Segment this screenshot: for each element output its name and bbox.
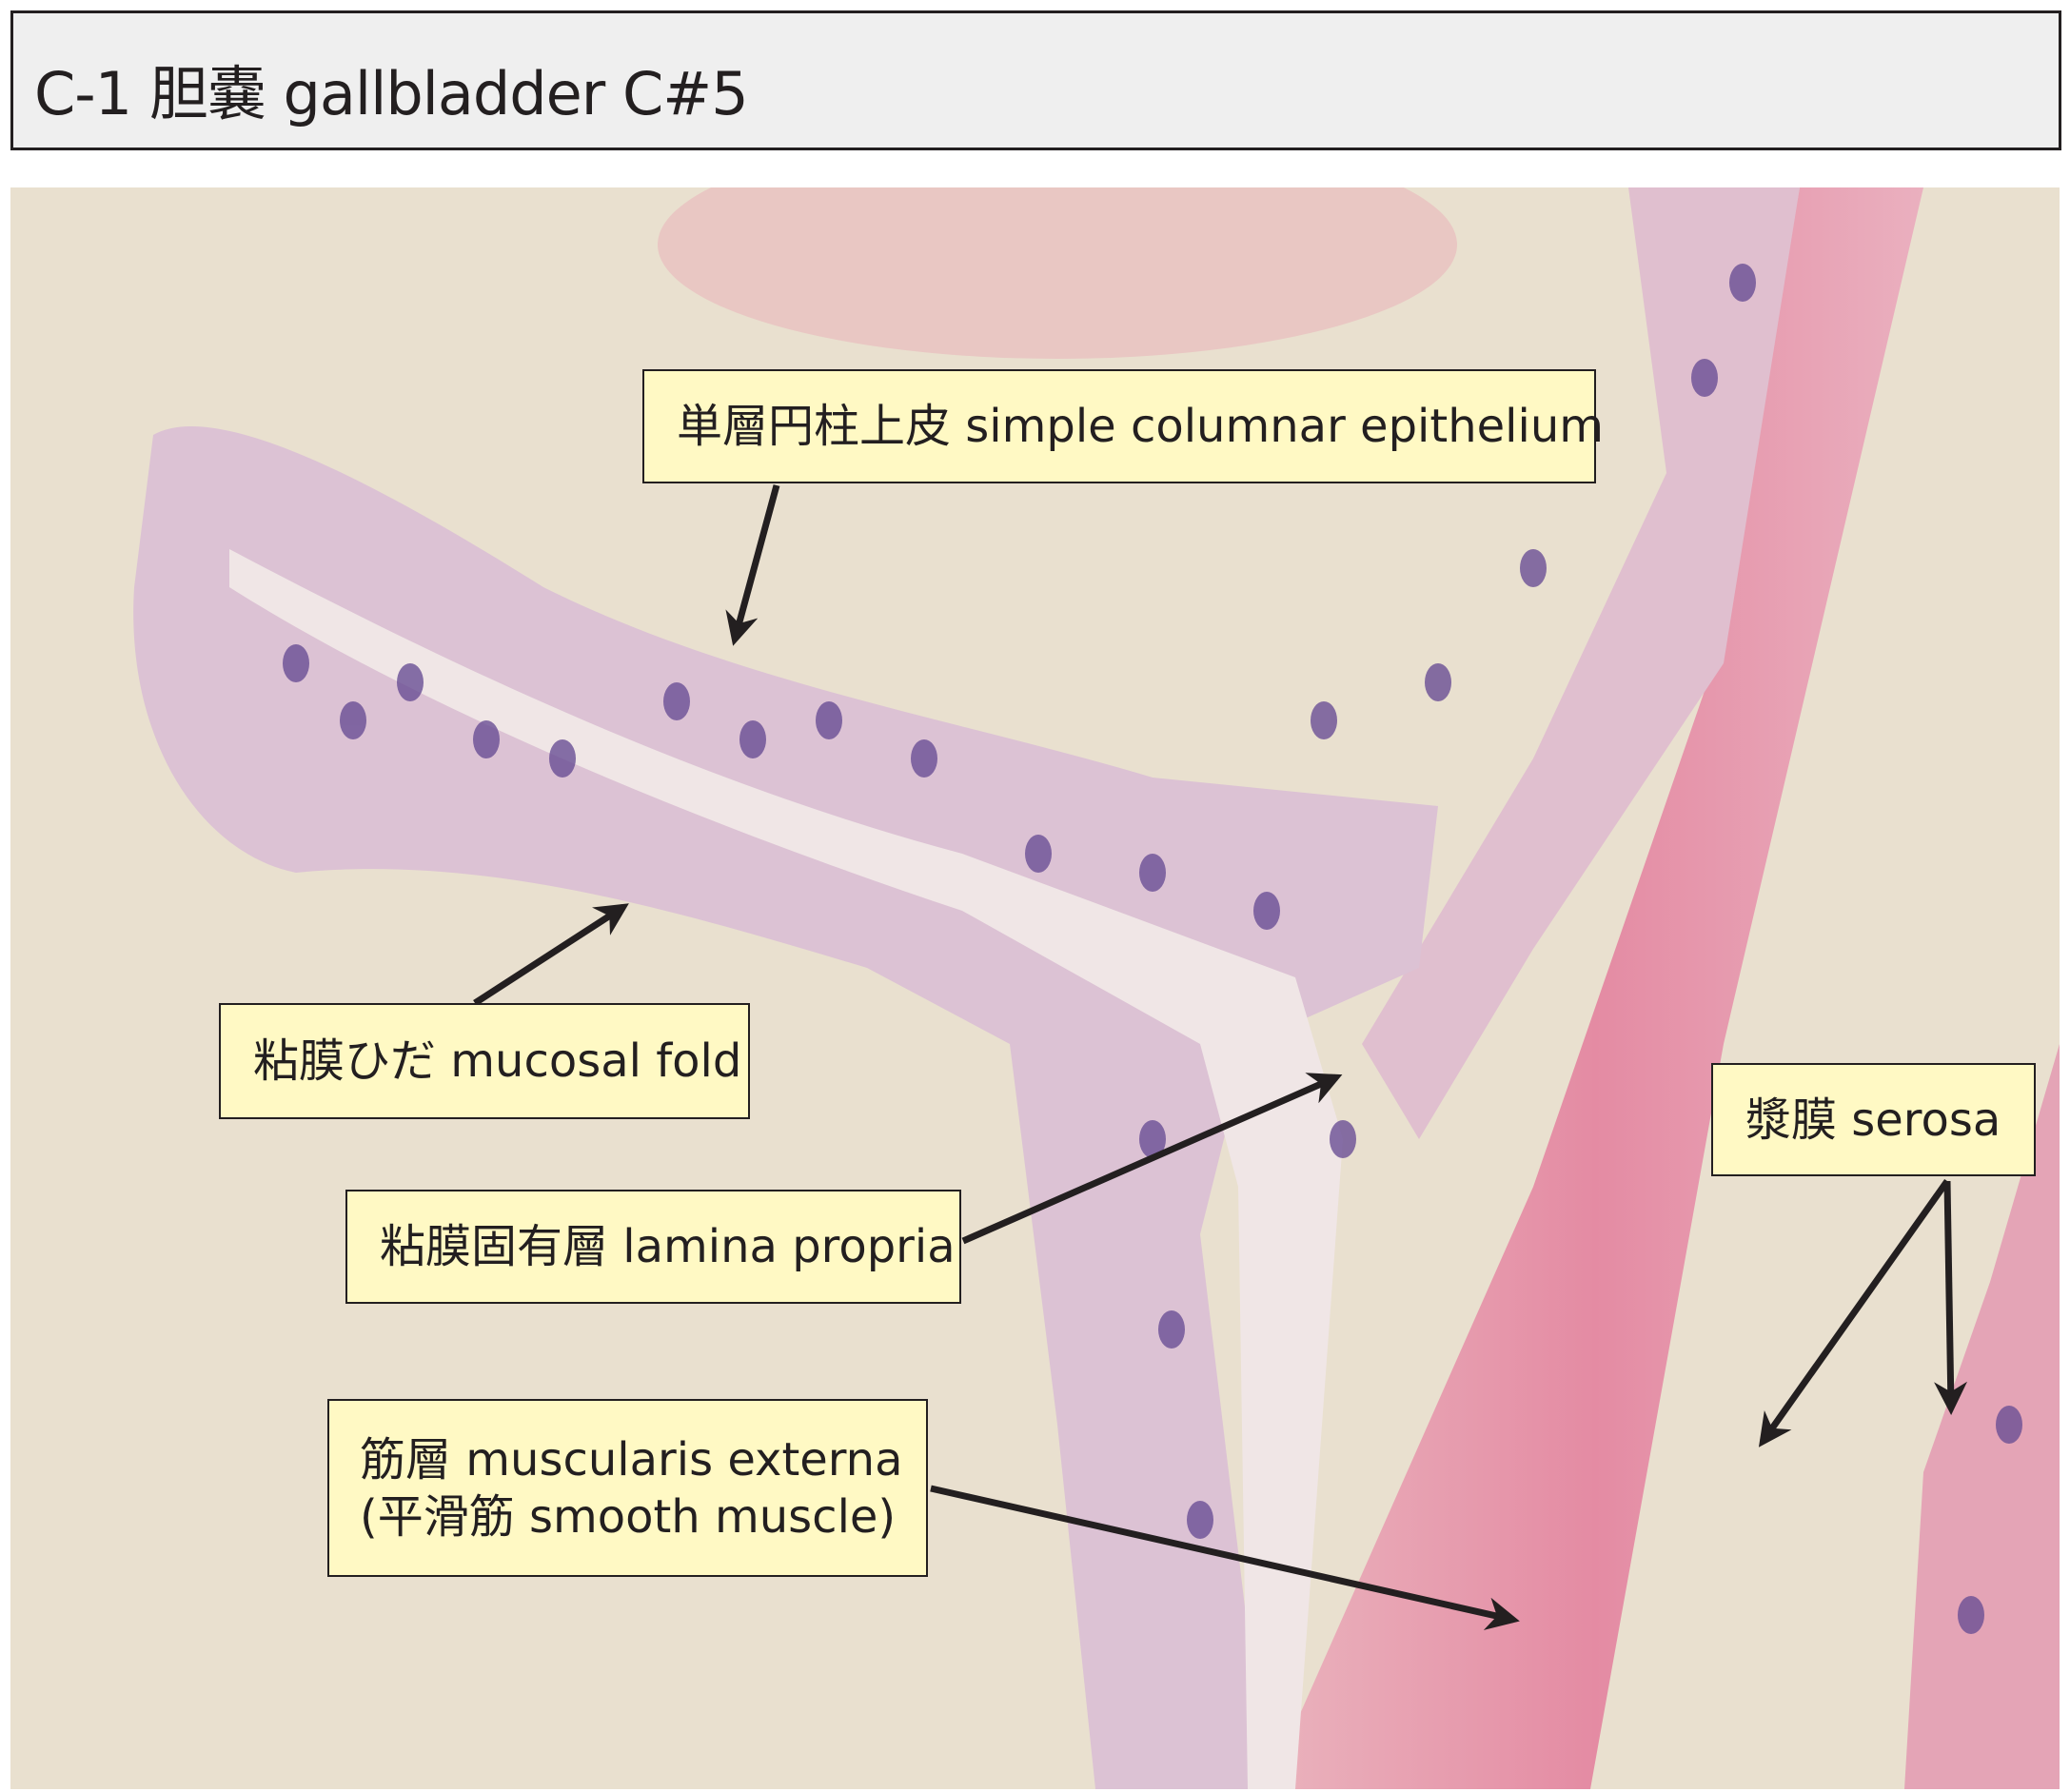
label-mucosal-fold: 粘膜ひだ mucosal fold — [219, 1003, 750, 1119]
label-lamina-propria-text: 粘膜固有層 lamina propria — [380, 1220, 956, 1273]
label-muscularis: 筋層 muscularis externa (平滑筋 smooth muscle… — [327, 1399, 928, 1577]
label-muscularis-line1: 筋層 muscularis externa — [360, 1432, 903, 1487]
label-epithelium-text: 単層円柱上皮 simple columnar epithelium — [677, 400, 1605, 453]
histology-image — [133, 187, 2060, 1789]
page-title: C-1 胆嚢 gallbladder C#5 — [34, 59, 749, 128]
label-serosa: 漿膜 serosa — [1711, 1063, 2036, 1176]
label-muscularis-line2: (平滑筋 smooth muscle) — [360, 1489, 897, 1544]
label-epithelium: 単層円柱上皮 simple columnar epithelium — [642, 369, 1605, 483]
label-mucosal-fold-text: 粘膜ひだ mucosal fold — [253, 1034, 742, 1088]
blood-cells — [658, 187, 1457, 359]
muscularis-band — [1267, 187, 1923, 1789]
label-lamina-propria: 粘膜固有層 lamina propria — [345, 1190, 961, 1304]
label-serosa-text: 漿膜 serosa — [1745, 1093, 2001, 1147]
title-box: C-1 胆嚢 gallbladder C#5 — [10, 10, 2061, 150]
epithelium-right — [1362, 187, 1800, 1139]
serosa-tissue — [1904, 1044, 2060, 1789]
mucosal-fold-tissue — [133, 426, 1438, 1789]
